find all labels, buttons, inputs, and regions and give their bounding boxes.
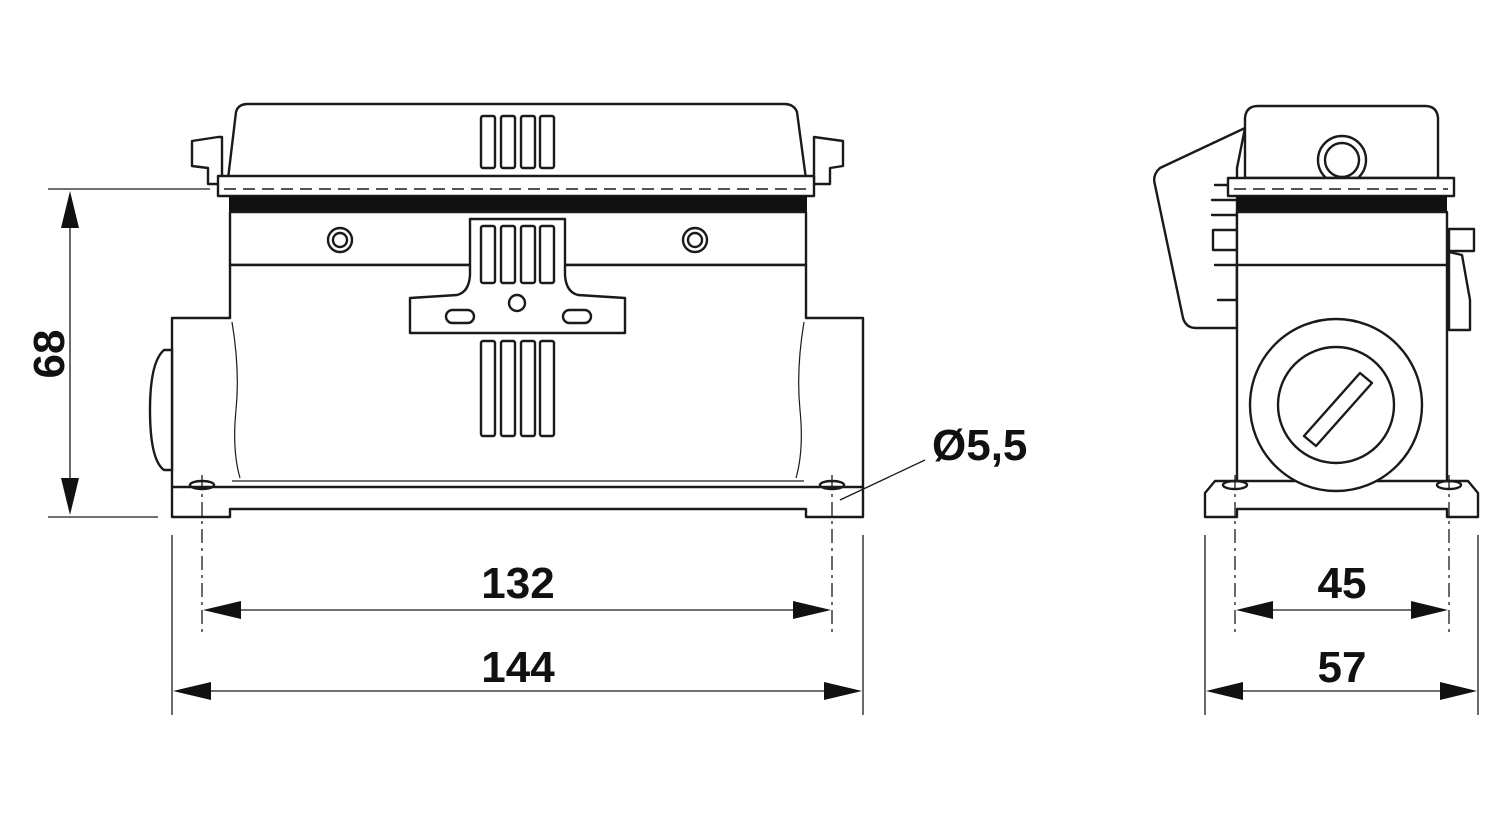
cable-entry-left xyxy=(148,348,174,472)
side-hood-rim xyxy=(1226,176,1456,198)
latch-ribs-upper xyxy=(479,224,556,285)
latch-slot-left xyxy=(444,308,476,325)
latch-plate xyxy=(408,217,627,335)
side-seal-band xyxy=(1237,196,1447,212)
hole-spacing-label: 132 xyxy=(481,559,554,608)
hood xyxy=(226,102,808,181)
side-hole-spacing-label: 45 xyxy=(1318,559,1367,608)
side-overall-width-label: 57 xyxy=(1318,643,1367,692)
side-base xyxy=(1203,479,1480,519)
side-dimensions: 45 57 xyxy=(1204,475,1479,715)
overall-width-label: 144 xyxy=(481,643,555,692)
side-lever xyxy=(1152,126,1247,330)
housing-body xyxy=(170,263,865,519)
height-label: 68 xyxy=(25,330,74,379)
seal-band xyxy=(229,196,807,212)
screw-right xyxy=(681,226,709,254)
screw-left xyxy=(326,226,354,254)
front-view xyxy=(148,102,865,519)
cable-gland-inner xyxy=(1276,345,1396,465)
latch-slot-right xyxy=(561,308,593,325)
hole-diameter-label: Ø5,5 xyxy=(932,421,1027,470)
side-lever-pin xyxy=(1211,228,1239,252)
latch-ribs-lower xyxy=(479,339,556,438)
gland-slot xyxy=(1302,371,1374,448)
right-lever xyxy=(812,135,845,186)
side-right-pin xyxy=(1447,227,1476,253)
hood-ribs xyxy=(479,114,556,170)
left-lever xyxy=(190,135,224,186)
front-dimensions: 68 132 144 Ø5,5 xyxy=(25,188,1027,715)
hood-rim xyxy=(216,174,816,198)
side-view xyxy=(1152,104,1480,519)
